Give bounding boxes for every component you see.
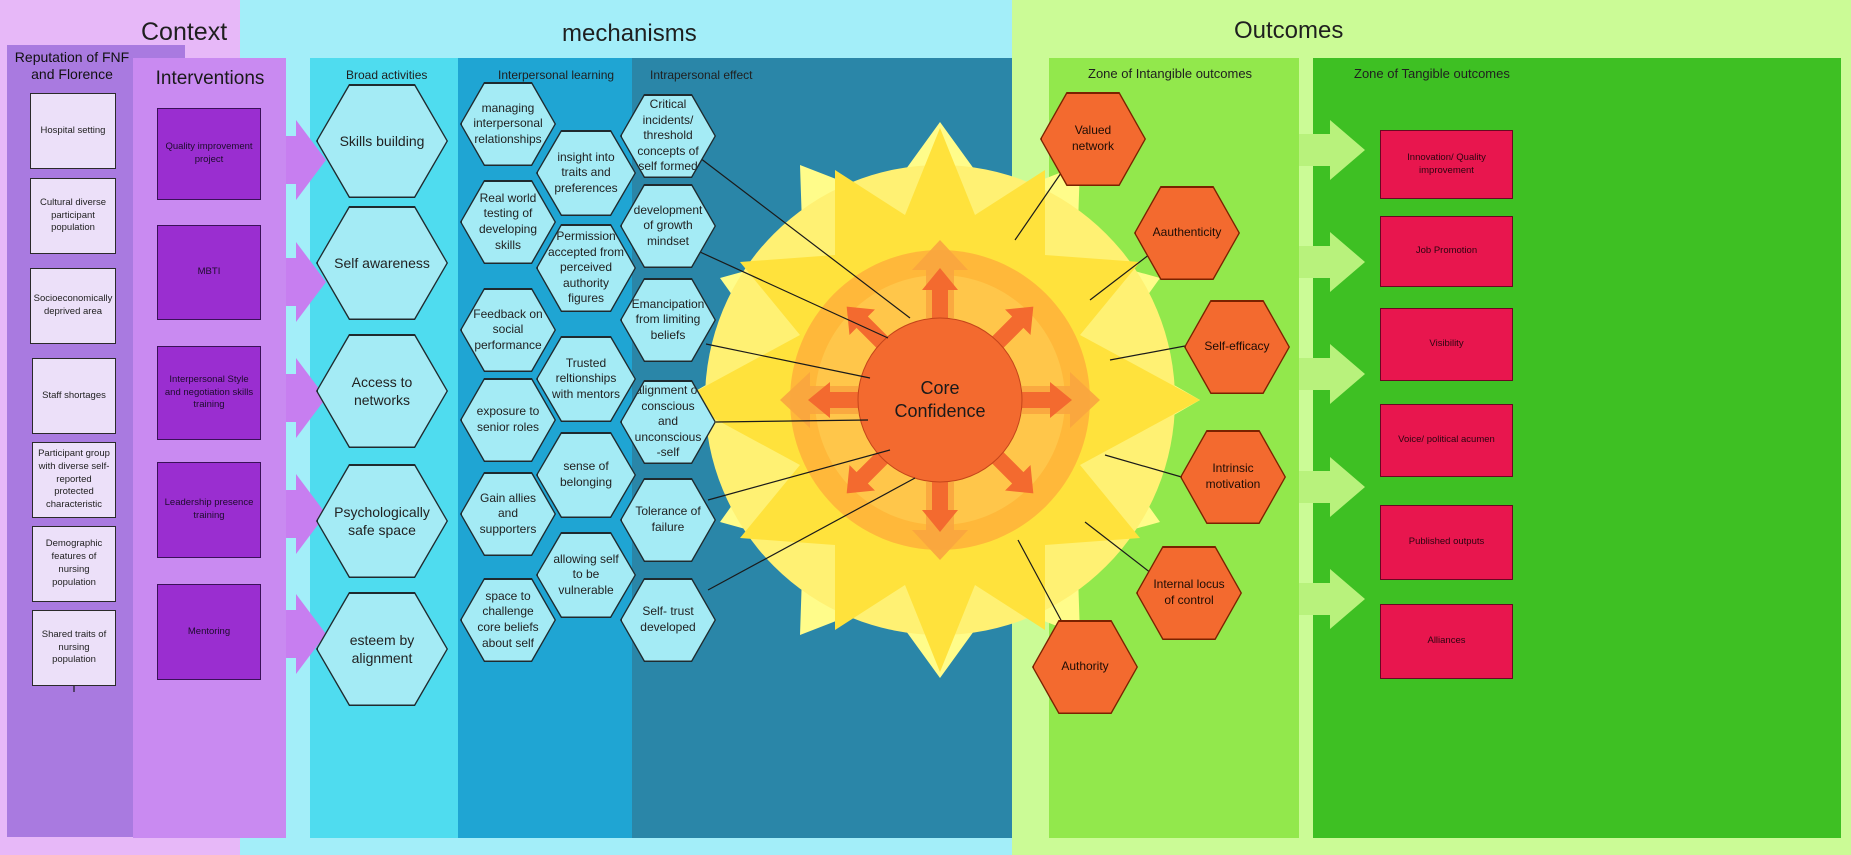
intervention-item: Mentoring bbox=[157, 584, 261, 680]
tangible-arrow bbox=[1299, 457, 1365, 517]
tangible-outcome-box: Innovation/ Quality improvement bbox=[1380, 130, 1513, 199]
tangible-outcome-box: Visibility bbox=[1380, 308, 1513, 381]
intervention-item: MBTI bbox=[157, 225, 261, 320]
interpersonal-hex: Real world testing of developing skills bbox=[460, 180, 556, 264]
intervention-arrow bbox=[286, 120, 326, 200]
outcomes-title: Outcomes bbox=[1234, 17, 1344, 44]
tangible-outcome-box: Job Promotion bbox=[1380, 216, 1513, 287]
interventions-header: Interventions bbox=[155, 68, 265, 90]
intervention-item: Interpersonal Style and negotiation skil… bbox=[157, 346, 261, 440]
intrapersonal-hex: Self- trust developed bbox=[620, 578, 716, 662]
context-title: Context bbox=[141, 18, 228, 46]
interpersonal-hex: exposure to senior roles bbox=[460, 378, 556, 462]
interpersonal-hex: allowing self to be vulnerable bbox=[536, 532, 636, 618]
intrapersonal-hex: development of growth mindset bbox=[620, 184, 716, 268]
intervention-item: Quality improvement project bbox=[157, 108, 261, 200]
tangible-arrow bbox=[1299, 120, 1365, 180]
context-header: Reputation of FNF and Florence bbox=[14, 48, 130, 83]
broad-activity-hex: esteem by alignment bbox=[316, 592, 448, 706]
intrapersonal-hex: Emancipation from limiting beliefs bbox=[620, 278, 716, 362]
tangible-outcome-box: Published outputs bbox=[1380, 505, 1513, 580]
context-item: Hospital setting bbox=[30, 93, 116, 169]
broad-activity-hex: Self awareness bbox=[316, 206, 448, 320]
broad-activity-hex: Access to networks bbox=[316, 334, 448, 448]
intrapersonal-hex: Tolerance of failure bbox=[620, 478, 716, 562]
context-item: Cultural diverse participant population bbox=[30, 178, 116, 254]
interpersonal-hex: space to challenge core beliefs about se… bbox=[460, 578, 556, 662]
tangible-arrow bbox=[1299, 569, 1365, 629]
interpersonal-hex: Gain allies and supporters bbox=[460, 472, 556, 556]
intervention-arrow bbox=[286, 474, 326, 554]
interpersonal-header: Interpersonal learning bbox=[498, 68, 615, 82]
context-item: Staff shortages bbox=[32, 358, 116, 434]
tangible-arrow bbox=[1299, 232, 1365, 292]
core-line2: Confidence bbox=[894, 401, 986, 421]
intrapersonal-hex: alignment of conscious and unconscious -… bbox=[620, 380, 716, 464]
context-item: Socioeconomically deprived area bbox=[30, 268, 116, 344]
context-item: Demographic features of nursing populati… bbox=[32, 526, 116, 602]
core-line1: Core bbox=[920, 377, 960, 398]
intrapersonal-hex: Critical incidents/ threshold concepts o… bbox=[620, 94, 716, 178]
interpersonal-hex: Trusted reltionships with mentors bbox=[536, 336, 636, 422]
tangible-outcome-box: Voice/ political acumen bbox=[1380, 404, 1513, 477]
tangible-header: Zone of Tangible outcomes bbox=[1354, 66, 1510, 81]
tangible-arrow bbox=[1299, 344, 1365, 404]
interpersonal-hex: Permission accepted from perceived autho… bbox=[536, 224, 636, 312]
context-item: Shared traits of nursing population bbox=[32, 610, 116, 686]
intrapersonal-header: Intrapersonal effect bbox=[650, 68, 753, 82]
intervention-arrow bbox=[286, 594, 326, 674]
interpersonal-hex: managing interpersonal relationships bbox=[460, 82, 556, 166]
core-circle bbox=[857, 317, 1023, 483]
broad-activities-header: Broad activities bbox=[346, 68, 428, 82]
interpersonal-hex: insight into traits and preferences bbox=[536, 130, 636, 216]
intervention-arrow bbox=[286, 358, 326, 438]
mechanisms-title: mechanisms bbox=[562, 20, 697, 47]
tangible-outcome-box: Alliances bbox=[1380, 604, 1513, 679]
context-item: Participant group with diverse self-repo… bbox=[32, 442, 116, 518]
intervention-arrow bbox=[286, 242, 326, 322]
interpersonal-hex: sense of belonging bbox=[536, 432, 636, 518]
broad-activity-hex: Psychologically safe space bbox=[316, 464, 448, 578]
interpersonal-hex: Feedback on social performance bbox=[460, 288, 556, 372]
core-confidence-label: Core Confidence bbox=[860, 370, 1020, 430]
intervention-item: Leadership presence training bbox=[157, 462, 261, 558]
broad-activity-hex: Skills building bbox=[316, 84, 448, 198]
intangible-header: Zone of Intangible outcomes bbox=[1088, 66, 1253, 81]
